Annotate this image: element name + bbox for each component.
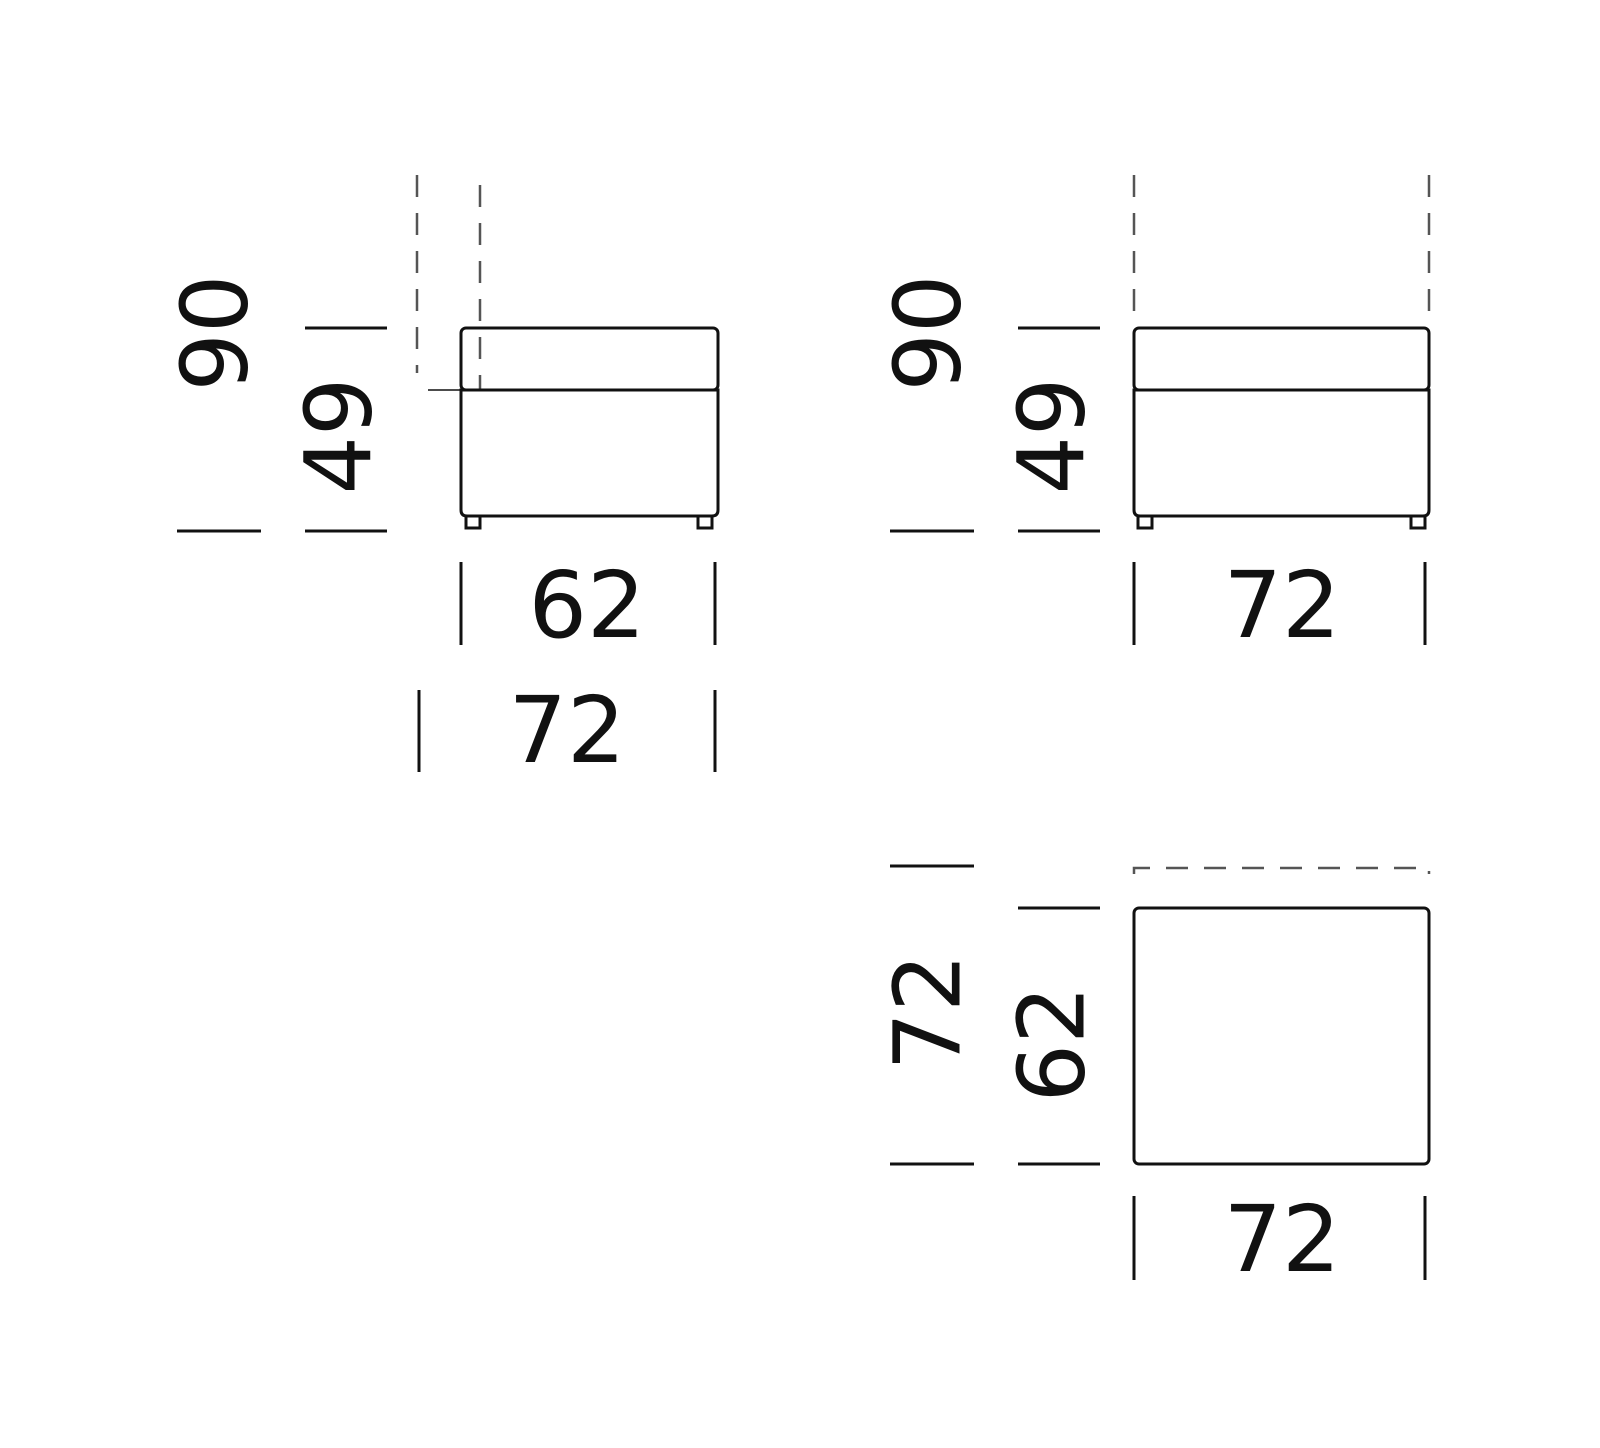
front-height-total: 90 — [874, 274, 981, 391]
side-cushion — [459, 326, 720, 392]
front-cushion — [1132, 326, 1431, 392]
side-height-seat: 49 — [285, 377, 392, 494]
top-view: 72 62 72 — [874, 864, 1431, 1293]
side-foot-left — [464, 514, 482, 530]
side-view: 90 49 62 72 — [161, 175, 720, 784]
side-foot-right — [696, 514, 714, 530]
top-depth-inner: 62 — [998, 985, 1105, 1102]
front-height-seat: 49 — [998, 377, 1105, 494]
front-foot-right — [1409, 514, 1427, 530]
top-back-dashed — [1132, 866, 1431, 874]
top-depth-total: 72 — [874, 953, 981, 1070]
front-view: 90 49 72 — [874, 175, 1431, 659]
front-base — [1132, 388, 1431, 518]
front-width-total: 72 — [1223, 552, 1340, 659]
side-width-inner: 62 — [528, 552, 645, 659]
side-width-total: 72 — [508, 677, 625, 784]
front-foot-left — [1136, 514, 1154, 530]
top-width-total: 72 — [1223, 1186, 1340, 1293]
side-base — [459, 388, 720, 518]
side-height-total: 90 — [161, 274, 268, 391]
top-seat — [1132, 906, 1431, 1166]
